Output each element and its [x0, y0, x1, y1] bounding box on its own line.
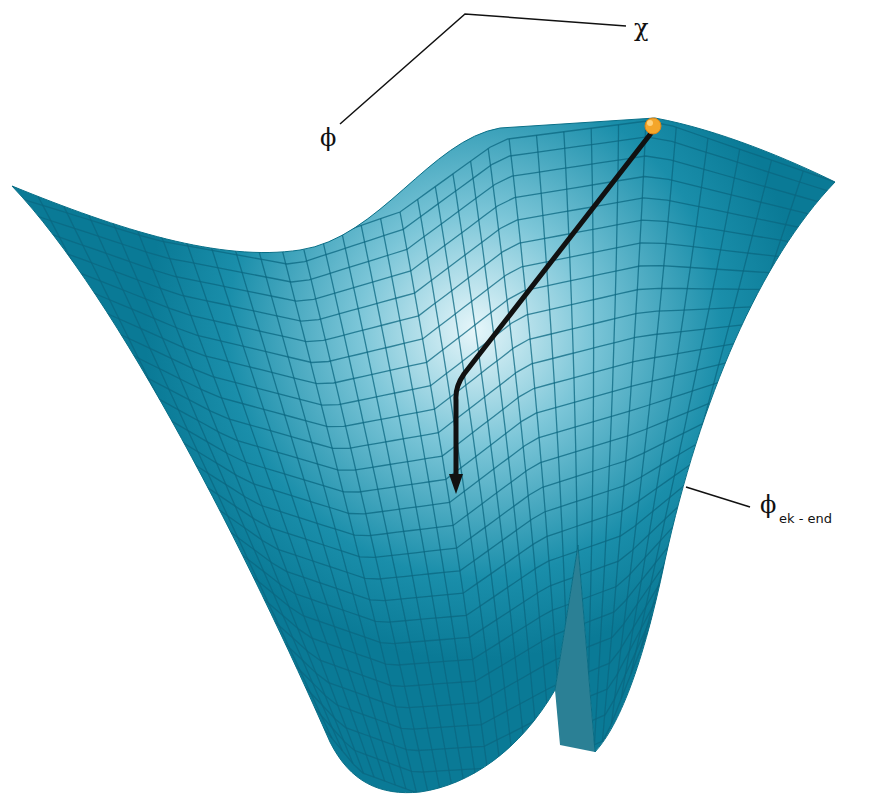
- grid-line: [275, 563, 676, 750]
- grid-line: [86, 288, 790, 405]
- grid-line: [342, 232, 453, 792]
- field-label: ϕ: [760, 493, 776, 517]
- grid-line: [303, 246, 428, 794]
- arrow-head: [449, 474, 463, 494]
- grid-line: [650, 171, 803, 625]
- grid-line: [85, 207, 332, 738]
- trajectory-arrow: [456, 132, 652, 476]
- grid-line: [282, 249, 417, 793]
- grid-line: [361, 225, 465, 791]
- grid-line: [119, 337, 770, 470]
- grid-line: [322, 239, 440, 793]
- grid-line: [225, 491, 706, 665]
- grid-line: [109, 214, 342, 751]
- grid-line: [108, 321, 777, 448]
- grid-line: [287, 582, 667, 772]
- grid-line: [183, 232, 374, 778]
- axis-label: ϕ: [320, 126, 336, 150]
- grid-line: [27, 156, 826, 282]
- grid-line: [97, 305, 783, 426]
- field-subscript: ek - end: [779, 512, 832, 525]
- grid-line: [453, 174, 527, 774]
- axis-label: χ: [634, 16, 649, 40]
- grid-line: [55, 220, 808, 342]
- leader-line: [686, 487, 750, 507]
- leader-line: [340, 14, 626, 124]
- grid-line: [594, 125, 618, 745]
- grid-line: [660, 182, 835, 600]
- grid-line: [631, 149, 740, 674]
- grid-line: [621, 138, 708, 699]
- grid-line: [61, 200, 322, 725]
- grid-line: [153, 387, 749, 536]
- grid-line: [237, 509, 698, 686]
- surface-fold: [555, 545, 595, 752]
- grid-line: [213, 473, 713, 643]
- grid-line: [134, 221, 353, 763]
- grid-line: [158, 227, 363, 773]
- grid-line: [130, 354, 763, 492]
- grid-line: [19, 137, 831, 264]
- grid-line: [587, 128, 594, 748]
- grid-line: [208, 236, 385, 781]
- grid-line: [250, 527, 691, 708]
- grid-line: [509, 139, 562, 759]
- grid-line: [76, 266, 797, 384]
- field-ball: [645, 118, 661, 134]
- ball-highlight: [647, 120, 653, 126]
- surface-fill: [12, 118, 835, 793]
- grid-line: [300, 600, 660, 794]
- grid-line: [46, 198, 815, 321]
- grid-line: [36, 193, 310, 713]
- grid-line: [12, 121, 835, 249]
- surface-grid: [12, 121, 835, 794]
